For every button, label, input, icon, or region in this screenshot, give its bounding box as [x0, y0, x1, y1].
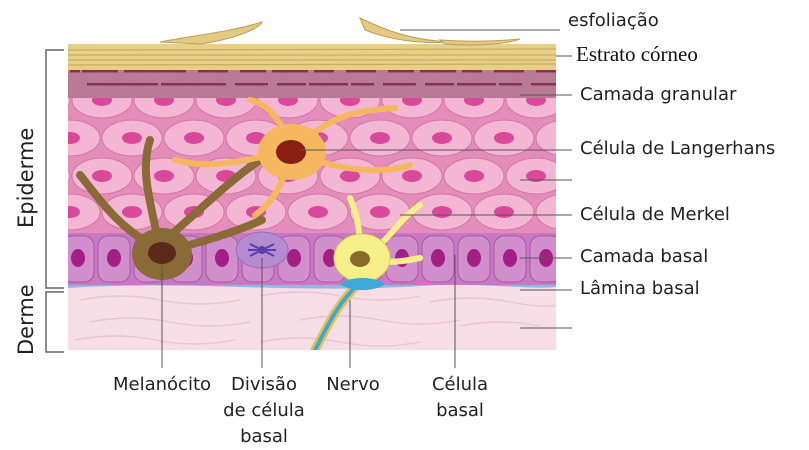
keratinocyte-nucleus	[494, 132, 514, 144]
basal-cell-line-2: basal	[420, 398, 500, 424]
keratinocyte-nucleus	[60, 132, 80, 144]
basal-nucleus	[287, 249, 301, 267]
keratinocyte-nucleus	[122, 206, 142, 218]
granule	[235, 83, 248, 85]
keratinocyte-nucleus	[60, 206, 80, 218]
granule	[457, 83, 476, 85]
granule	[124, 70, 140, 72]
keratinocyte	[10, 82, 70, 118]
granule	[156, 70, 166, 72]
granular-layer-label: Camada granular	[580, 86, 736, 104]
granule	[87, 83, 100, 85]
keratinocyte-nucleus	[556, 206, 576, 218]
keratinocyte-nucleus	[154, 170, 174, 182]
keratinocyte-nucleus	[432, 206, 452, 218]
granule	[272, 70, 288, 72]
basal-cell-division-line-1: Divisão	[212, 372, 316, 398]
granule	[546, 70, 562, 72]
granule	[277, 83, 290, 85]
exfoliation-label: esfoliação	[568, 12, 659, 30]
granule	[504, 70, 520, 72]
epidermis-label: Epiderme	[14, 128, 38, 228]
granule	[250, 70, 266, 72]
granule	[383, 83, 396, 85]
granule	[398, 70, 414, 72]
granule	[420, 70, 436, 72]
keratinocyte-nucleus	[122, 132, 142, 144]
granule	[70, 70, 80, 72]
granule	[193, 83, 206, 85]
stratum-corneum	[68, 44, 556, 70]
basal-nucleus	[71, 249, 85, 267]
granule	[161, 83, 180, 85]
basal-nucleus	[467, 249, 481, 267]
langerhans-cell-label: Célula de Langerhans	[580, 140, 775, 158]
stratum-corneum-label: Estrato córneo	[576, 44, 698, 65]
granule	[356, 70, 372, 72]
granule	[119, 83, 138, 85]
basal-nucleus	[107, 249, 121, 267]
keratinocyte-nucleus	[370, 132, 390, 144]
keratinocyte-nucleus	[432, 132, 452, 144]
granule	[314, 70, 330, 72]
granule	[240, 70, 250, 72]
granule	[462, 70, 478, 72]
basal-cell-division-label: Divisão de célula basal	[212, 372, 316, 450]
side-brackets	[46, 50, 64, 352]
nerve-label: Nervo	[318, 372, 388, 398]
granule	[198, 70, 208, 72]
melanocyte-label: Melanócito	[92, 372, 232, 398]
basal-nucleus	[431, 249, 445, 267]
keratinocyte-nucleus	[370, 206, 390, 218]
basal-nucleus	[503, 249, 517, 267]
basal-cell-division-line-3: basal	[212, 424, 316, 450]
basal-cell-division-line-2: de célula	[212, 398, 316, 424]
granule	[425, 83, 438, 85]
keratinocyte-nucleus	[30, 94, 50, 106]
granule	[499, 83, 518, 85]
keratinocyte-nucleus	[464, 170, 484, 182]
merkel-cell-label: Célula de Merkel	[580, 206, 730, 224]
granule	[346, 70, 356, 72]
granule	[388, 70, 398, 72]
keratinocyte-nucleus	[494, 206, 514, 218]
granule	[536, 70, 546, 72]
granule	[208, 70, 224, 72]
granule	[102, 70, 118, 72]
keratinocyte-nucleus	[184, 132, 204, 144]
granule	[494, 70, 504, 72]
keratinocyte-nucleus	[92, 170, 112, 182]
granule	[292, 70, 308, 72]
exfoliation-flakes	[160, 18, 520, 45]
basal-nucleus	[215, 249, 229, 267]
dermis-label: Derme	[14, 284, 38, 355]
granule	[351, 83, 370, 85]
granule	[166, 70, 182, 72]
keratinocyte-nucleus	[308, 206, 328, 218]
basal-layer-label: Camada basal	[580, 248, 708, 266]
keratinocyte-nucleus	[556, 132, 576, 144]
basal-cell-line-1: Célula	[420, 372, 500, 398]
basal-lamina-label: Lâmina basal	[580, 280, 700, 298]
keratinocyte-nucleus	[402, 170, 422, 182]
granule	[440, 70, 456, 72]
granule	[309, 83, 328, 85]
basal-cell-label: Célula basal	[420, 372, 500, 424]
granule	[531, 83, 544, 85]
granule	[82, 70, 98, 72]
